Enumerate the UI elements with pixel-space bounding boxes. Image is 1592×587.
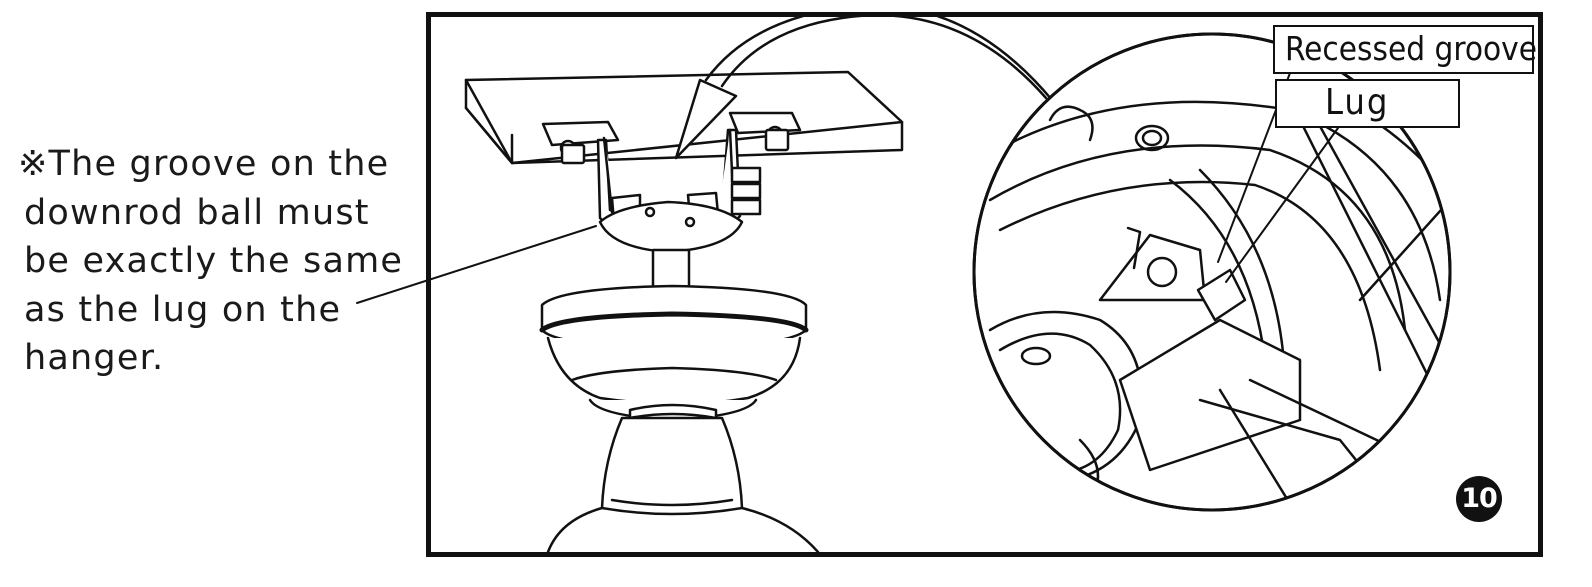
step-number-badge: 10	[1456, 476, 1502, 522]
downrod	[651, 248, 691, 290]
note-line-2: downrod ball must	[24, 192, 370, 233]
note-line-5: hanger.	[24, 338, 165, 378]
canopy	[539, 284, 809, 422]
detail-magnifier	[972, 32, 1452, 512]
note-line-4: as the lug on the	[24, 289, 342, 330]
downrod-ball	[598, 200, 744, 254]
note-line-1: ※The groove on the	[18, 144, 390, 184]
motor-housing	[546, 416, 820, 552]
note-line-3: be exactly the same	[24, 241, 404, 281]
note-leader-line	[356, 225, 597, 304]
zoom-arrow	[674, 17, 1054, 160]
lug-leader-line	[1225, 127, 1339, 283]
recessed-groove-label: Recessed groove	[1273, 25, 1537, 74]
instruction-note: ※The groove on the downrod ball must be …	[18, 140, 418, 383]
lug-label: Lug	[1275, 79, 1460, 128]
